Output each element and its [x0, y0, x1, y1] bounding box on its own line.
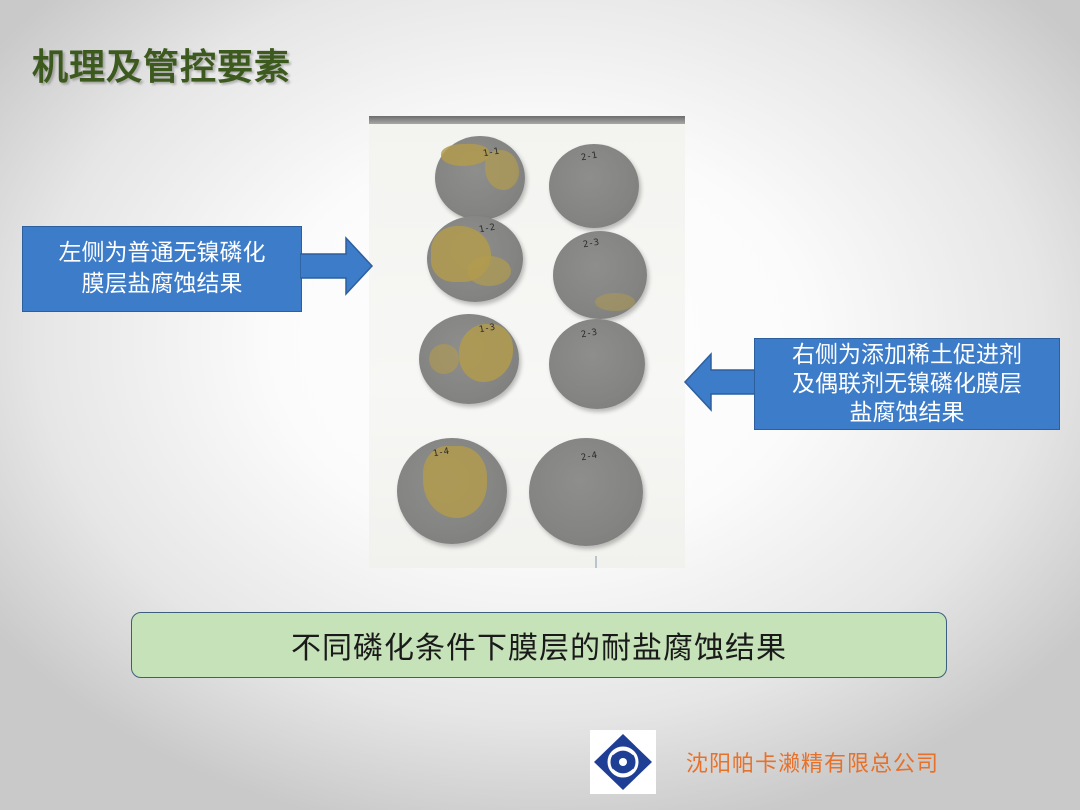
sample-disk-1-3: 1-3 — [419, 314, 519, 404]
company-name: 沈阳帕卡濑精有限总公司 — [686, 752, 940, 777]
sample-label: 2-3 — [582, 237, 601, 251]
sample-disk-2-1: 2-1 — [549, 144, 639, 228]
left-callout-line-1: 左侧为普通无镍磷化 — [58, 240, 266, 266]
sample-disk-1-1: 1-1 — [435, 136, 525, 220]
rust-stain — [595, 293, 635, 311]
sample-disk-2-4: 2-4 — [529, 438, 643, 546]
rust-stain — [441, 144, 489, 166]
corrosion-test-photo: 1-1 2-1 1-2 2-3 1-3 2-3 1-4 2-4 — [369, 116, 685, 568]
rust-stain — [423, 446, 487, 518]
rust-stain — [429, 344, 459, 374]
rust-stain — [485, 150, 519, 190]
sample-disk-1-2: 1-2 — [427, 216, 523, 302]
sample-disk-1-4: 1-4 — [397, 438, 507, 544]
result-caption: 不同磷化条件下膜层的耐盐腐蚀结果 — [131, 612, 947, 678]
sample-disk-2-3a: 2-3 — [553, 231, 647, 319]
sample-label: 2-3 — [580, 327, 599, 341]
left-callout-line-2: 膜层盐腐蚀结果 — [81, 271, 243, 297]
right-callout-line-2: 及偶联剂无镍磷化膜层 — [792, 370, 1022, 397]
photo-edge-mark — [595, 556, 597, 568]
rust-stain — [467, 256, 511, 286]
sample-label: 1-2 — [478, 222, 497, 236]
sample-label: 2-1 — [580, 150, 599, 164]
right-arrow-icon — [300, 236, 374, 296]
sample-disk-2-3b: 2-3 — [549, 319, 645, 409]
left-arrow-icon — [683, 352, 756, 412]
company-logo-icon — [594, 734, 652, 790]
right-callout-line-1: 右侧为添加稀土促进剂 — [792, 341, 1022, 368]
rust-stain — [459, 324, 513, 382]
slide-title: 机理及管控要素 — [32, 47, 292, 88]
right-callout-line-3: 盐腐蚀结果 — [849, 399, 965, 426]
right-callout: 右侧为添加稀土促进剂 及偶联剂无镍磷化膜层 盐腐蚀结果 — [754, 338, 1060, 430]
photo-top-strip — [369, 116, 685, 124]
sample-label: 2-4 — [580, 450, 599, 464]
company-logo — [590, 730, 656, 794]
left-callout: 左侧为普通无镍磷化 膜层盐腐蚀结果 — [22, 226, 302, 312]
